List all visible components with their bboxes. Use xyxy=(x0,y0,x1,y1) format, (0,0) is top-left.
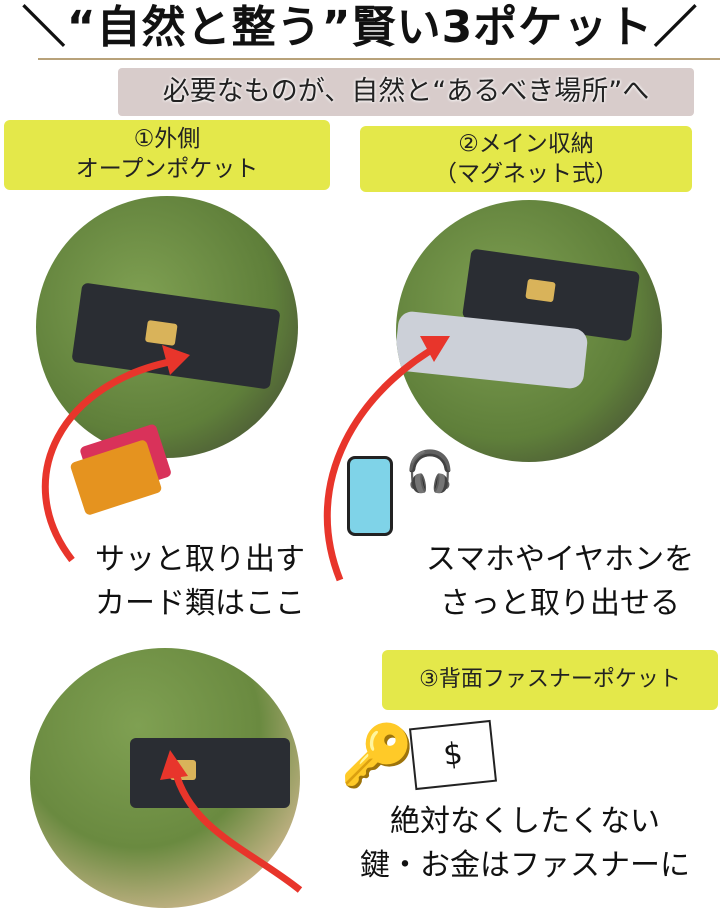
pocket-2-label: ②メイン収納 （マグネット式） xyxy=(360,126,692,192)
pocket-1-label-line2: オープンポケット xyxy=(75,156,259,182)
back-pocket-photo xyxy=(30,648,300,908)
divider xyxy=(38,58,720,60)
pocket-3-label: ③背面ファスナーポケット xyxy=(382,650,718,710)
card-image xyxy=(71,282,281,390)
money-icon: $ xyxy=(408,719,498,791)
card-image xyxy=(130,738,290,808)
pocket-1-caption: サッと取り出す カード類はここ xyxy=(60,538,340,626)
main-pocket-photo xyxy=(396,200,662,462)
credit-cards-icon xyxy=(69,438,163,517)
pocket-1-label: ①外側 オープンポケット xyxy=(4,120,330,190)
open-pocket-photo xyxy=(36,196,298,458)
pocket-2-label-line1: ②メイン収納 xyxy=(458,131,594,157)
pocket-1-caption-line2: カード類はここ xyxy=(95,586,305,621)
pocket-3-caption-line2: 鍵・お金はファスナーに xyxy=(360,848,690,883)
page-title: ＼“自然と整う”賢い3ポケット／ xyxy=(21,2,699,53)
pocket-2-caption-line2: さっと取り出せる xyxy=(440,586,680,621)
pocket-2-label-line2: （マグネット式） xyxy=(434,161,618,187)
pocket-3-caption-line1: 絶対なくしたくない xyxy=(390,804,660,839)
smartphone-icon xyxy=(347,456,393,536)
subtitle-banner: 必要なものが、自然と“あるべき場所”へ xyxy=(118,68,694,116)
card-chip xyxy=(525,278,556,303)
card-chip xyxy=(170,760,196,780)
earbuds-icon: 🎧 xyxy=(405,449,455,495)
pocket-1-label-line1: ①外側 xyxy=(133,126,201,152)
pocket-1-caption-line1: サッと取り出す xyxy=(95,542,305,577)
pocket-3-caption: 絶対なくしたくない 鍵・お金はファスナーに xyxy=(330,800,720,888)
key-icon: 🔑 xyxy=(340,721,415,791)
card-chip xyxy=(144,319,178,346)
pocket-2-caption-line1: スマホやイヤホンを xyxy=(425,542,695,577)
pocket-2-caption: スマホやイヤホンを さっと取り出せる xyxy=(400,538,720,626)
